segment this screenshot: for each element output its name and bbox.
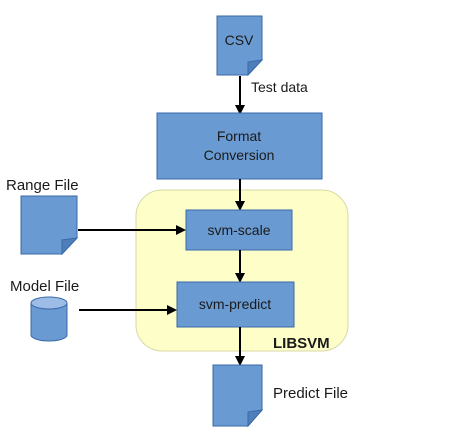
range-file-document	[20, 195, 79, 256]
predict-file-label: Predict File	[273, 385, 348, 402]
csv-document: CSV	[216, 15, 264, 77]
svm-scale-box: svm-scale	[185, 209, 293, 251]
svm-predict-label: svm-predict	[199, 296, 271, 312]
csv-label: CSV	[225, 32, 254, 48]
svm-predict-box: svm-predict	[176, 281, 295, 328]
model-file-label: Model File	[10, 278, 79, 295]
test-data-label: Test data	[251, 79, 308, 95]
model-file-database-icon	[30, 296, 68, 342]
libsvm-label: LIBSVM	[273, 335, 330, 352]
format-conversion-line2: Conversion	[204, 147, 275, 163]
range-file-label: Range File	[6, 177, 79, 194]
format-conversion-box: Format Conversion	[156, 112, 323, 180]
svm-scale-label: svm-scale	[207, 222, 270, 238]
predict-file-document	[212, 364, 264, 428]
format-conversion-line1: Format	[217, 128, 261, 144]
